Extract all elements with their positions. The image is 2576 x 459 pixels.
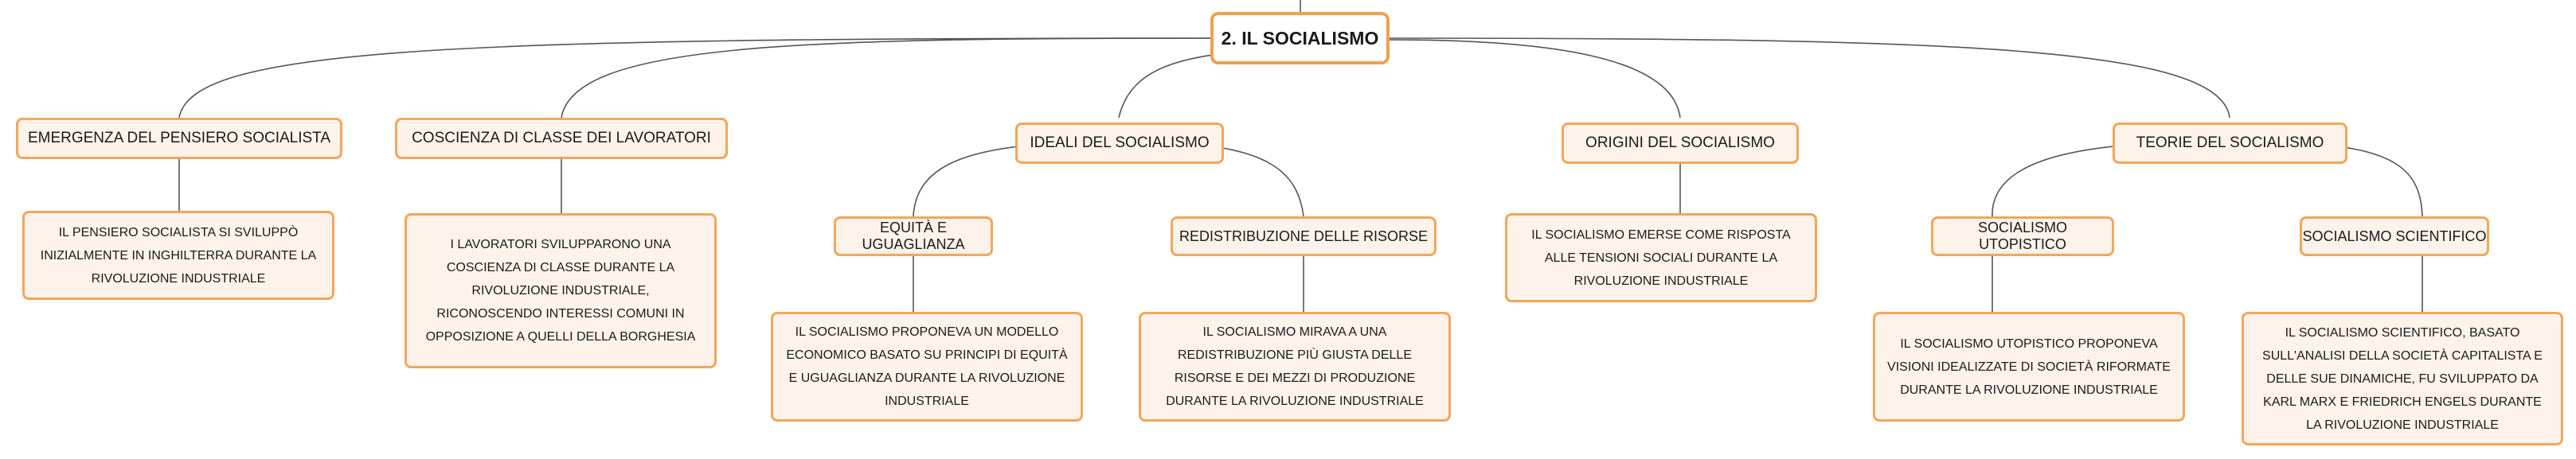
subtopic-equita[interactable]: EQUITÀ E UGUAGLIANZA — [834, 216, 993, 256]
link-root-teorie — [1389, 37, 2230, 119]
note-coscienza[interactable]: I LAVORATORI SVILUPPARONO UNA COSCIENZA … — [405, 213, 717, 368]
topic-teorie[interactable]: TEORIE DEL SOCIALISMO — [2113, 123, 2347, 164]
note-redistribuzione[interactable]: IL SOCIALISMO MIRAVA A UNA REDISTRIBUZIO… — [1139, 312, 1451, 422]
note-equita[interactable]: IL SOCIALISMO PROPONEVA UN MODELLO ECONO… — [771, 312, 1083, 422]
link-root-emergenza — [178, 37, 1211, 119]
subtopic-utopistico[interactable]: SOCIALISMO UTOPISTICO — [1931, 216, 2114, 256]
topic-origini[interactable]: ORIGINI DEL SOCIALISMO — [1562, 123, 1799, 164]
link-root-coscienza — [561, 37, 1211, 119]
root-topic[interactable]: 2. IL SOCIALISMO — [1210, 12, 1390, 64]
link-root-origini — [1389, 39, 1681, 119]
note-origini[interactable]: IL SOCIALISMO EMERSE COME RISPOSTA ALLE … — [1505, 213, 1817, 302]
topic-ideali[interactable]: IDEALI DEL SOCIALISMO — [1015, 123, 1224, 164]
note-utopistico[interactable]: IL SOCIALISMO UTOPISTICO PROPONEVA VISIO… — [1873, 312, 2185, 422]
subtopic-redistribuzione[interactable]: REDISTRIBUZIONE DELLE RISORSE — [1171, 216, 1437, 256]
note-scientifico[interactable]: IL SOCIALISMO SCIENTIFICO, BASATO SULL'A… — [2242, 312, 2563, 445]
topic-coscienza[interactable]: COSCIENZA DI CLASSE DEI LAVORATORI — [395, 118, 728, 159]
subtopic-scientifico[interactable]: SOCIALISMO SCIENTIFICO — [2300, 216, 2489, 256]
note-emergenza[interactable]: IL PENSIERO SOCIALISTA SI SVILUPPÒ INIZI… — [22, 211, 334, 300]
topic-emergenza[interactable]: EMERGENZA DEL PENSIERO SOCIALISTA — [16, 118, 342, 159]
